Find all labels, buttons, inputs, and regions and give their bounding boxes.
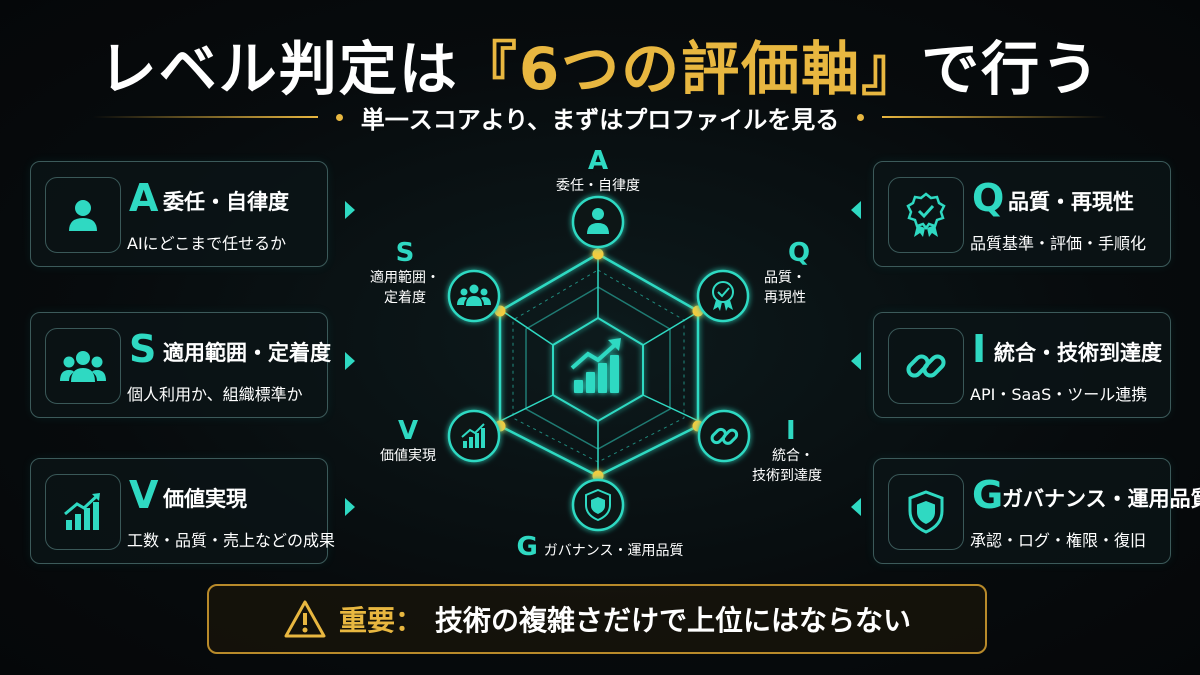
chevron-left-icon xyxy=(851,498,861,516)
card-desc: 個人利用か、組織標準か xyxy=(127,385,303,404)
gold-dot xyxy=(592,248,604,260)
chevron-right-icon xyxy=(345,498,355,516)
growth-chart-icon xyxy=(461,423,485,448)
card-q-quality: Q 品質・再現性 品質基準・評価・手順化 xyxy=(873,161,1171,267)
chevron-left-icon xyxy=(851,201,861,219)
card-letter: Q xyxy=(972,176,1005,220)
card-name: 品質・再現性 xyxy=(1008,190,1134,214)
node-text: 適用範囲・ xyxy=(370,270,440,286)
important-text: 技術の複雑さだけで上位にはならない xyxy=(435,604,912,637)
card-letter: I xyxy=(972,327,987,371)
node-text: 技術到達度 xyxy=(752,468,822,484)
node-text: 再現性 xyxy=(764,290,806,306)
card-name: 委任・自律度 xyxy=(163,190,289,214)
title-post: で行う xyxy=(921,35,1102,103)
person-icon xyxy=(45,177,121,253)
card-letter: S xyxy=(129,327,157,371)
subtitle-dot-left xyxy=(335,113,343,121)
card-desc: API・SaaS・ツール連携 xyxy=(970,385,1148,404)
shield-icon xyxy=(585,488,611,522)
node-letter: I xyxy=(786,416,796,446)
node-label-a: A 委任・自律度 xyxy=(548,146,648,196)
growth-chart-icon xyxy=(45,474,121,550)
page-title: レベル判定は『6つの評価軸』で行う xyxy=(0,22,1200,106)
card-name: ガバナンス・運用品質 xyxy=(1002,487,1200,511)
group-icon xyxy=(45,328,121,404)
person-icon xyxy=(587,208,609,234)
link-icon xyxy=(710,427,739,445)
node-label-v: V 価値実現 xyxy=(370,416,446,466)
card-s-scope: S 適用範囲・定着度 個人利用か、組織標準か xyxy=(30,312,331,418)
card-letter: G xyxy=(972,473,1004,517)
card-desc: AIにどこまで任せるか xyxy=(127,234,287,253)
node-text: 統合・ xyxy=(772,448,814,464)
title-accent: 『6つの評価軸』 xyxy=(458,35,922,103)
node-circles xyxy=(447,195,751,532)
node-letter: S xyxy=(395,238,415,268)
dashed-hexagon xyxy=(512,269,685,463)
card-g-governance: G ガバナンス・運用品質 承認・ログ・権限・復旧 xyxy=(873,458,1200,564)
node-text: 定着度 xyxy=(384,290,426,306)
node-label-s: S 適用範囲・ 定着度 xyxy=(360,238,450,308)
card-name: 価値実現 xyxy=(163,487,247,511)
shield-icon xyxy=(888,474,964,550)
subtitle-divider-right xyxy=(882,116,1108,118)
title-pre: レベル判定は xyxy=(98,35,459,103)
node-label-q: Q 品質・ 再現性 xyxy=(764,238,810,308)
node-letter: V xyxy=(397,416,419,446)
important-label: 重要： xyxy=(338,604,423,637)
chevron-right-icon xyxy=(345,352,355,370)
warning-triangle-icon xyxy=(284,600,326,638)
card-desc: 承認・ログ・権限・復旧 xyxy=(970,531,1147,550)
subtitle: 単一スコアより、まずはプロファイルを見る xyxy=(360,105,840,134)
node-text: ガバナンス・運用品質 xyxy=(543,543,684,559)
link-icon xyxy=(888,328,964,404)
node-label-i: I 統合・ 技術到達度 xyxy=(752,416,822,486)
node-v-circle xyxy=(447,409,501,463)
card-name: 適用範囲・定着度 xyxy=(163,341,331,365)
gold-dot xyxy=(494,305,506,317)
card-name: 統合・技術到達度 xyxy=(994,341,1162,365)
card-letter: A xyxy=(129,176,159,220)
subtitle-dot-right xyxy=(857,113,865,121)
node-letter: Q xyxy=(788,238,811,268)
subtitle-row: 単一スコアより、まずはプロファイルを見る xyxy=(0,100,1200,134)
group-icon xyxy=(457,284,491,306)
card-desc: 品質基準・評価・手順化 xyxy=(970,234,1147,253)
card-a-delegation: A 委任・自律度 AIにどこまで任せるか xyxy=(30,161,328,267)
node-text: 品質・ xyxy=(764,270,806,286)
card-letter: V xyxy=(129,473,159,517)
node-text: 委任・自律度 xyxy=(556,178,640,194)
node-a-circle xyxy=(571,195,625,249)
card-desc: 工数・品質・売上などの成果 xyxy=(127,531,336,550)
node-text: 価値実現 xyxy=(380,448,436,464)
chevron-left-icon xyxy=(851,352,861,370)
center-growth-chart-icon xyxy=(570,338,621,393)
award-badge-icon xyxy=(712,281,734,311)
award-badge-icon xyxy=(888,177,964,253)
node-label-g: G ガバナンス・運用品質 xyxy=(500,532,700,562)
node-letter: G xyxy=(516,532,538,562)
card-v-value: V 価値実現 工数・品質・売上などの成果 xyxy=(30,458,335,564)
card-i-integration: I 統合・技術到達度 API・SaaS・ツール連携 xyxy=(873,312,1171,418)
gold-dot xyxy=(592,470,604,482)
chevron-right-icon xyxy=(345,201,355,219)
important-note: 重要： 技術の複雑さだけで上位にはならない xyxy=(207,584,987,654)
subtitle-divider-left xyxy=(92,116,318,118)
node-letter: A xyxy=(587,146,609,176)
